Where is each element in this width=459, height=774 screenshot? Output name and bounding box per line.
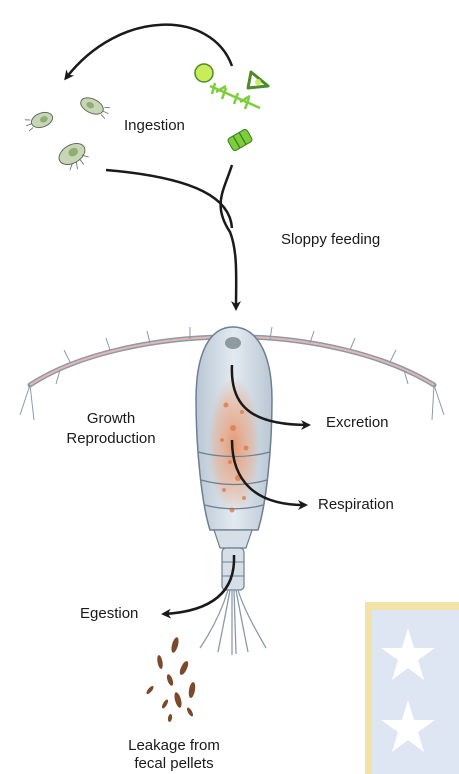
ciliate-icon bbox=[24, 95, 112, 175]
star-watermark bbox=[365, 602, 459, 774]
reproduction-label: Reproduction bbox=[56, 430, 166, 448]
leakage-label-line1: Leakage from bbox=[104, 737, 244, 755]
ingestion-label: Ingestion bbox=[124, 117, 185, 135]
growth-label: Growth bbox=[56, 410, 166, 428]
sloppy-feeding-label: Sloppy feeding bbox=[281, 231, 380, 249]
egestion-label: Egestion bbox=[80, 605, 138, 623]
leakage-label-line2: fecal pellets bbox=[104, 755, 244, 773]
respiration-label: Respiration bbox=[318, 496, 394, 514]
sloppy-feeding-arrow bbox=[221, 165, 237, 308]
excretion-label: Excretion bbox=[326, 414, 389, 432]
ingestion-flow-arrow bbox=[106, 170, 232, 228]
fecal-pellet-icon bbox=[145, 636, 196, 722]
phytoplankton-icon bbox=[195, 64, 268, 152]
